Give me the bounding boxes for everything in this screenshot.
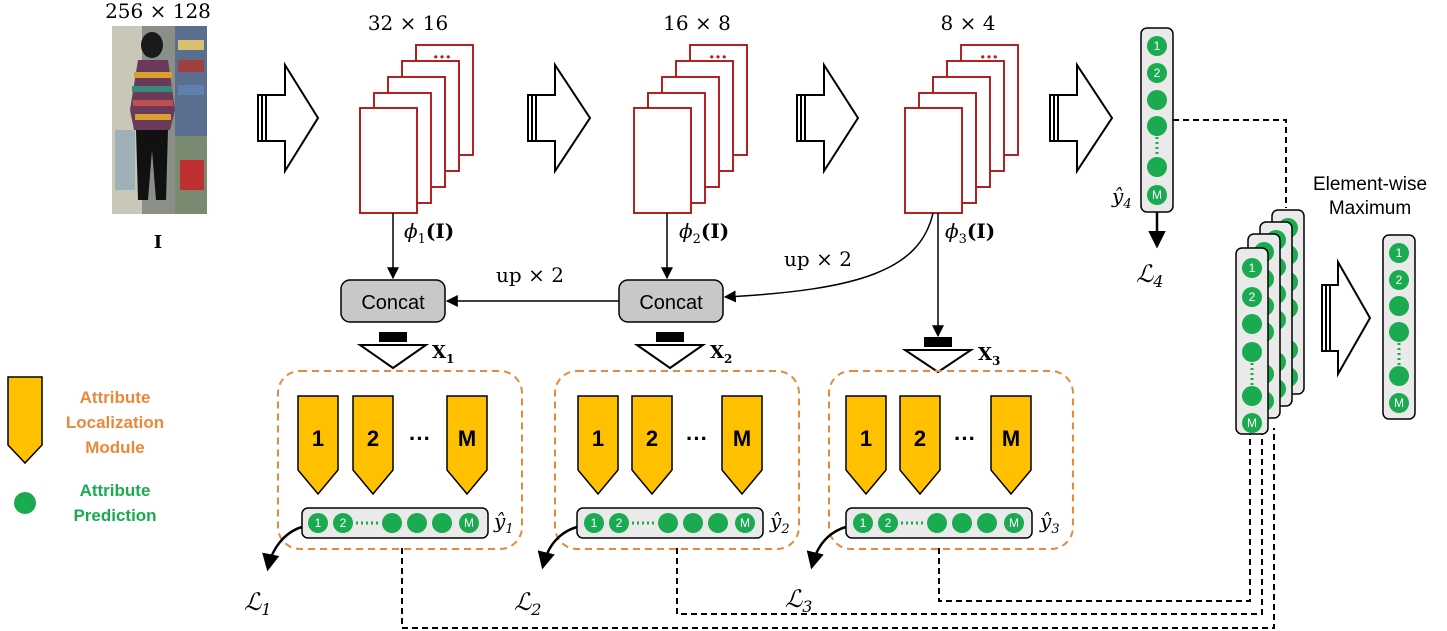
svg-text:1: 1 — [591, 516, 598, 530]
svg-text:···: ··· — [409, 426, 431, 451]
svg-text:M: M — [740, 516, 750, 530]
yhat-3-label: ŷ3 — [1039, 509, 1060, 537]
module-group-1: 1 2 ··· M 1 2 M ŷ1 — [277, 370, 523, 550]
pedestrian-image — [112, 26, 207, 214]
phi-1-label: ϕ1(I) — [404, 219, 454, 247]
yhat-1-label: ŷ1 — [493, 509, 514, 537]
legend-module-line3: Module — [85, 438, 145, 457]
arrow-to-loss-3 — [806, 525, 847, 570]
concat-box-2: Concat — [618, 279, 724, 323]
svg-text:2: 2 — [885, 516, 892, 530]
loss-3-label: ℒ3 — [785, 585, 812, 616]
input-name-label: I — [154, 232, 162, 253]
svg-text:1: 1 — [1154, 39, 1161, 53]
svg-text:M: M — [1009, 516, 1019, 530]
svg-text:1: 1 — [860, 516, 867, 530]
input-image-group: 256 × 128 I — [105, 0, 211, 253]
svg-text:Concat: Concat — [639, 292, 703, 314]
legend-module-line2: Localization — [66, 413, 164, 432]
svg-text:M: M — [1002, 426, 1020, 451]
concat-box-1: Concat — [340, 279, 446, 323]
hollow-arrow-1 — [257, 61, 320, 175]
module-group-2: 1 2 ··· M 1 2 M ŷ2 — [554, 370, 800, 550]
phi-2-label: ϕ2(I) — [679, 219, 729, 247]
svg-text:2: 2 — [1396, 273, 1403, 287]
svg-text:1: 1 — [312, 426, 324, 451]
svg-text:2: 2 — [367, 426, 379, 451]
arrow-phi3-to-concat2 — [723, 212, 934, 303]
x3-label: X3 — [978, 344, 1000, 368]
module-group-3: 1 2 ··· M 1 2 M ŷ3 — [828, 370, 1074, 550]
feature-stack-1: 32 × 16 ··· ϕ1(I) — [359, 11, 474, 247]
legend: Attribute Localization Module Attribute … — [7, 376, 164, 525]
svg-text:2: 2 — [616, 516, 623, 530]
legend-pred-line1: Attribute — [80, 481, 151, 500]
x2-label: X2 — [710, 342, 732, 366]
svg-text:1: 1 — [860, 426, 872, 451]
hollow-arrow-2 — [527, 61, 592, 175]
stage-3-size-label: 8 × 4 — [941, 11, 996, 35]
x1-label: X1 — [432, 342, 454, 366]
hollow-arrow-3 — [796, 61, 860, 175]
loss-2-label: ℒ2 — [514, 588, 541, 619]
prediction-column-4: 1 2 M — [1140, 27, 1174, 213]
svg-text:2: 2 — [1249, 290, 1256, 304]
dashed-connectors — [401, 119, 1287, 629]
down-arrow-x3 — [901, 337, 975, 374]
arrow-to-loss-1 — [262, 525, 303, 572]
stage-2-dots: ··· — [709, 47, 728, 68]
loss-1-label: ℒ1 — [244, 588, 271, 619]
feature-stack-2: 16 × 8 ··· ϕ2(I) — [633, 11, 748, 247]
hollow-arrow-5 — [1321, 258, 1372, 378]
svg-text:M: M — [1247, 416, 1257, 430]
svg-text:2: 2 — [646, 426, 658, 451]
legend-pred-line2: Prediction — [73, 506, 156, 525]
svg-text:1: 1 — [1396, 246, 1403, 260]
phi-3-label: ϕ3(I) — [945, 219, 995, 247]
hollow-arrow-4 — [1049, 61, 1114, 175]
svg-text:2: 2 — [914, 426, 926, 451]
down-arrow-x2 — [633, 332, 707, 370]
arrow-to-loss-2 — [537, 525, 578, 570]
input-size-label: 256 × 128 — [105, 0, 211, 23]
legend-prediction-dot — [14, 492, 36, 514]
svg-text:1: 1 — [592, 426, 604, 451]
stacked-prediction-columns: 1 2 M — [1235, 209, 1305, 435]
legend-module-line1: Attribute — [80, 388, 151, 407]
final-prediction-column: 1 2 M — [1382, 234, 1416, 420]
feature-stack-3: 8 × 4 ··· ϕ3(I) — [904, 11, 1019, 247]
svg-text:M: M — [1152, 188, 1162, 202]
up-label-2: up × 2 — [784, 247, 852, 271]
stage-3-dots: ··· — [980, 47, 999, 68]
svg-text:2: 2 — [1154, 66, 1161, 80]
up-label-1: up × 2 — [496, 263, 564, 287]
yhat-4-label: ŷ4 — [1111, 184, 1132, 212]
stage-1-size-label: 32 × 16 — [368, 11, 448, 35]
svg-text:Concat: Concat — [361, 292, 425, 314]
element-wise-label-line2: Maximum — [1329, 198, 1411, 219]
stage-2-size-label: 16 × 8 — [663, 11, 731, 35]
svg-text:1: 1 — [1249, 261, 1256, 275]
svg-text:1: 1 — [315, 516, 322, 530]
svg-text:2: 2 — [340, 516, 347, 530]
element-wise-label-line1: Element-wise — [1313, 174, 1427, 195]
svg-text:M: M — [464, 516, 474, 530]
stage-1-dots: ··· — [433, 47, 452, 68]
legend-module-icon — [7, 376, 43, 465]
yhat-2-label: ŷ2 — [769, 509, 790, 537]
down-arrow-x1 — [356, 332, 430, 370]
svg-text:M: M — [458, 426, 476, 451]
svg-text:M: M — [1394, 396, 1404, 410]
svg-text:···: ··· — [954, 426, 976, 451]
loss-4-label: ℒ4 — [1136, 260, 1163, 291]
svg-text:···: ··· — [686, 426, 708, 451]
svg-text:M: M — [733, 426, 751, 451]
